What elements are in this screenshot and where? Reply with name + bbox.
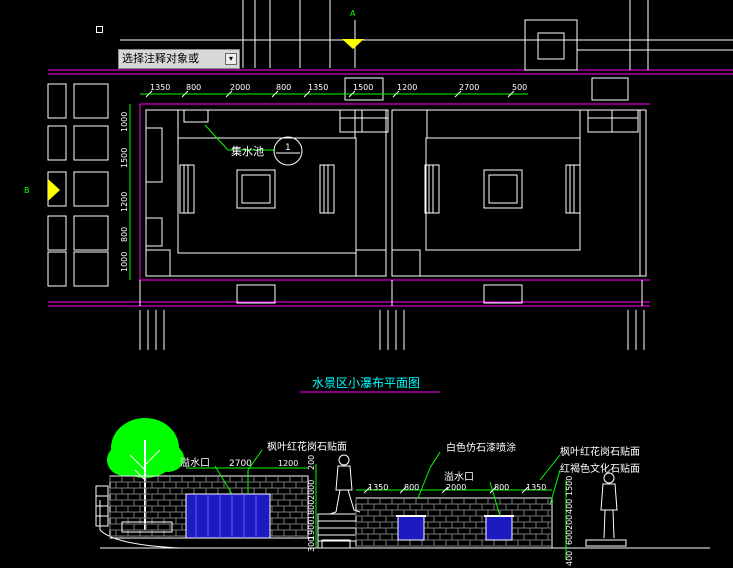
plan-room-right <box>391 109 647 277</box>
plan-dimension-lines <box>129 93 528 280</box>
dimension-text: 1350 <box>368 483 388 492</box>
dimension-tick <box>348 90 356 98</box>
overflow-label-mid: 溢水口 <box>444 470 474 483</box>
dimension-tick <box>303 90 311 98</box>
person-figure-right-icon <box>585 472 627 547</box>
grid-cell <box>73 215 109 251</box>
dim-2700-label: 2700 <box>229 459 252 469</box>
dimension-tick <box>441 486 449 494</box>
dimension-text: 1350 <box>308 83 328 92</box>
grid-cell <box>47 251 67 287</box>
dimension-text: 1500 <box>565 476 574 496</box>
dimension-text: 1200 <box>120 192 129 212</box>
dimension-text: 600 <box>565 530 574 545</box>
elevation-wall-right <box>355 497 553 549</box>
elevation-steps <box>317 513 357 549</box>
plan-room-left <box>145 109 387 277</box>
dimension-text: 200 <box>307 455 316 470</box>
dimension-text: 300 <box>307 537 316 552</box>
dim-1200-label: 1200 <box>278 459 298 468</box>
callout-number: 1 <box>285 143 291 153</box>
plan-left-dimensions: 1000 1500 1200 800 1000 <box>120 112 129 272</box>
dimension-text: 800 <box>276 83 291 92</box>
plan-center-column <box>339 77 639 133</box>
command-tooltip-text: 选择注释对象或 <box>122 52 199 65</box>
dimension-text: 1350 <box>150 83 170 92</box>
command-tooltip[interactable]: 选择注释对象或 ▾ <box>118 49 240 69</box>
dimension-tick <box>271 90 279 98</box>
dimension-tick <box>363 486 371 494</box>
elevation-leaders <box>214 449 561 517</box>
plan-boundaries <box>48 69 733 307</box>
dimension-text: 800 <box>120 227 129 242</box>
grip-handle[interactable] <box>96 26 103 33</box>
dimension-text: 500 <box>512 83 527 92</box>
dimension-text: 400 <box>565 499 574 514</box>
dimension-text: 1000 <box>120 112 129 132</box>
maple-granite-label-right: 枫叶红花岗石贴面 <box>560 445 640 458</box>
section-marker-a-icon <box>342 39 364 49</box>
elevation-wall-left <box>95 475 309 539</box>
brown-stone-label: 红褐色文化石贴面 <box>560 462 640 475</box>
top-right-structure <box>524 0 733 101</box>
dimension-tick <box>454 90 462 98</box>
dimension-text: 2000 <box>230 83 250 92</box>
dimension-tick <box>145 90 153 98</box>
section-marker-a: A <box>350 9 356 18</box>
grid-cell <box>73 125 109 161</box>
dimension-text: 2700 <box>459 83 479 92</box>
grid-cell <box>73 171 109 207</box>
dimension-text: 1350 <box>526 483 546 492</box>
grid-cell <box>47 125 67 161</box>
dimension-text: 800 <box>404 483 419 492</box>
dimension-text: 1500 <box>120 148 129 168</box>
pool-callout <box>204 124 303 166</box>
dimension-text: 1500 <box>353 83 373 92</box>
dimension-tick <box>399 486 407 494</box>
white-paint-label: 白色仿石漆喷涂 <box>446 441 516 454</box>
dimension-tick <box>392 90 400 98</box>
dimension-tick <box>181 90 189 98</box>
overflow-label-left: 溢水口 <box>180 456 210 469</box>
grid-cell <box>73 83 109 119</box>
grid-cell <box>47 83 67 119</box>
dimension-text: 2000 <box>446 483 466 492</box>
dimension-text: 2000 <box>307 480 316 500</box>
plan-top-dimensions: 1350 800 2000 800 1350 1500 1200 2700 500 <box>145 83 527 98</box>
tooltip-dropdown-button[interactable]: ▾ <box>225 53 237 65</box>
section-marker-b-icon <box>48 179 60 201</box>
dimension-text: 1000 <box>120 252 129 272</box>
person-figure-icon <box>329 454 361 515</box>
dimension-text: 200 <box>565 515 574 530</box>
maple-granite-label-left: 枫叶红花岗石贴面 <box>267 440 347 453</box>
dimension-tick <box>489 486 497 494</box>
dimension-text: 400 <box>565 551 574 566</box>
left-grid <box>47 83 109 287</box>
dimension-text: 1900 <box>307 520 316 540</box>
grid-cell <box>47 215 67 251</box>
dimension-text: 800 <box>186 83 201 92</box>
grid-cell <box>73 251 109 287</box>
dimension-text: 800 <box>494 483 509 492</box>
section-marker-b: B <box>24 186 30 195</box>
plan-title: 水景区小瀑布平面图 <box>312 376 420 390</box>
dimension-tick <box>507 90 515 98</box>
elevation-mid-dimensions: 1350 800 2000 800 1350 <box>363 483 546 494</box>
dimension-tick <box>225 90 233 98</box>
pool-label: 集水池 <box>231 144 264 158</box>
tree-icon <box>107 418 184 530</box>
dimension-text: 1800 <box>307 500 316 520</box>
dimension-tick <box>521 486 529 494</box>
plan-bottom-stubs <box>139 280 645 350</box>
dimension-text: 1200 <box>397 83 417 92</box>
elevation-dimension-lines <box>186 464 567 560</box>
